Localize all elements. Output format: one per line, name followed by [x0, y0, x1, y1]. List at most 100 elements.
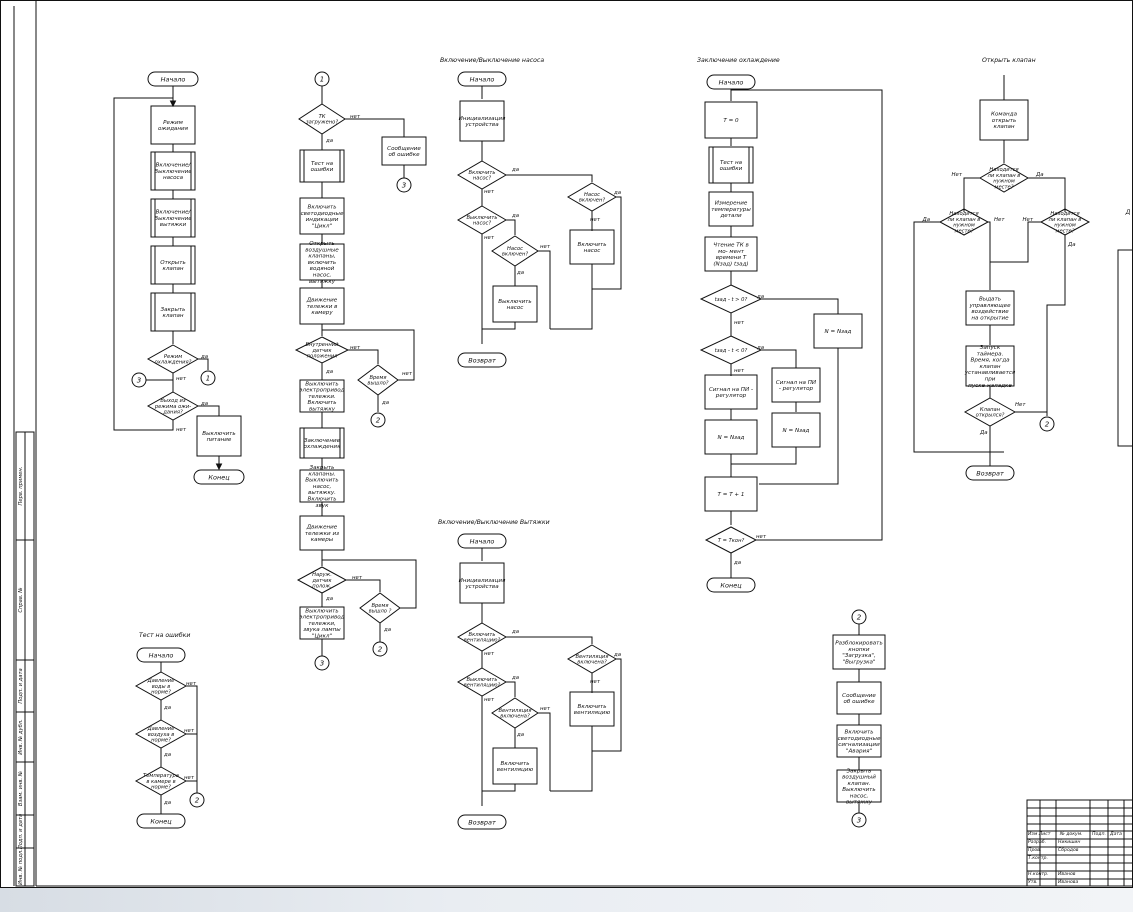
- branch-label: да: [163, 752, 171, 758]
- side-stamp-label: Подп. и дата: [18, 668, 24, 703]
- branch-label: да: [511, 167, 519, 173]
- connector-line: [550, 289, 593, 330]
- connector-line: [592, 658, 622, 752]
- title-block-col-label: Подп.: [1092, 831, 1106, 837]
- label: T = 0: [723, 118, 739, 124]
- branch-label: да: [511, 675, 519, 681]
- connector-line: [506, 174, 593, 182]
- connector-line: [988, 221, 991, 290]
- branch-label: нет: [484, 651, 495, 657]
- title-block-col-label: № докум.: [1059, 831, 1083, 837]
- branch-label: нет: [402, 371, 413, 377]
- connector-line: [731, 89, 883, 541]
- connector-2: [189, 792, 205, 808]
- valve-position-decision: [979, 163, 1029, 193]
- label: Возврат: [976, 469, 1004, 477]
- branch-label: Да: [1035, 172, 1044, 178]
- label: 2: [378, 645, 383, 653]
- connector-3-exit: [851, 812, 867, 828]
- branch-label: нет: [186, 681, 197, 687]
- diagram-title: Включение/Выключение Вытяжки: [438, 519, 550, 526]
- branch-label: нет: [484, 189, 495, 195]
- connector-line: [1028, 177, 1066, 212]
- branch-label: нет: [176, 427, 187, 433]
- branch-label: да: [163, 800, 171, 806]
- connector-line: [731, 447, 797, 465]
- connector-line: [198, 405, 220, 416]
- title-block-name: Иванова: [1058, 879, 1078, 885]
- branch-label: Нет: [994, 217, 1005, 223]
- valve-position-decision-left: [938, 208, 990, 236]
- title-block-row-label: Н.контр.: [1028, 871, 1049, 877]
- title-block-name: Никишин: [1058, 839, 1080, 845]
- branch-label: Да: [921, 217, 930, 223]
- branch-label: да: [383, 627, 391, 633]
- label: Сигнал на ПИ- регулятор: [776, 380, 817, 392]
- title-block-row-label: Утв.: [1028, 879, 1038, 885]
- label: tзад - t > 0?: [715, 297, 748, 303]
- connector-line: [322, 559, 417, 609]
- title-block-row-label: Пров.: [1028, 847, 1041, 853]
- branch-label: нет: [540, 706, 551, 712]
- label: 2: [195, 796, 200, 804]
- connector-line: [990, 221, 1041, 263]
- branch-label: да: [325, 596, 333, 602]
- connector-1: [200, 370, 216, 386]
- connector-line: [538, 250, 551, 329]
- label: 3: [320, 659, 324, 667]
- label: Начало: [161, 75, 186, 83]
- branch-label: нет: [184, 728, 195, 734]
- return-terminator: [457, 352, 507, 368]
- label: 3: [857, 816, 861, 824]
- branch-label: да: [511, 629, 519, 635]
- branch-label: нет: [484, 235, 495, 241]
- connector-line: [1046, 235, 1066, 416]
- label: Возврат: [468, 818, 496, 826]
- branch-label: да: [756, 345, 764, 351]
- branch-label: да: [200, 401, 208, 407]
- branch-label: да: [516, 732, 524, 738]
- branch-label: нет: [756, 534, 767, 540]
- cut-off-box: [1117, 249, 1133, 447]
- return-terminator: [965, 465, 1015, 481]
- branch-label: нет: [352, 575, 363, 581]
- branch-label: Нет: [951, 172, 962, 178]
- label: 3: [137, 376, 141, 384]
- branch-label: нет: [176, 376, 187, 382]
- connector-line: [198, 358, 209, 370]
- label: T = T + 1: [718, 492, 745, 498]
- branch-label: нет: [590, 679, 601, 685]
- label: Начало: [470, 537, 495, 545]
- connector-line: [761, 298, 839, 314]
- branch-label: да: [381, 400, 389, 406]
- branch-label: да: [613, 652, 621, 658]
- diagram-title: Открыть клапан: [982, 57, 1036, 64]
- title-block-row-label: Разраб.: [1028, 839, 1046, 845]
- branch-label: нет: [734, 368, 745, 374]
- label: Конец: [150, 817, 172, 825]
- return-terminator: [457, 814, 507, 830]
